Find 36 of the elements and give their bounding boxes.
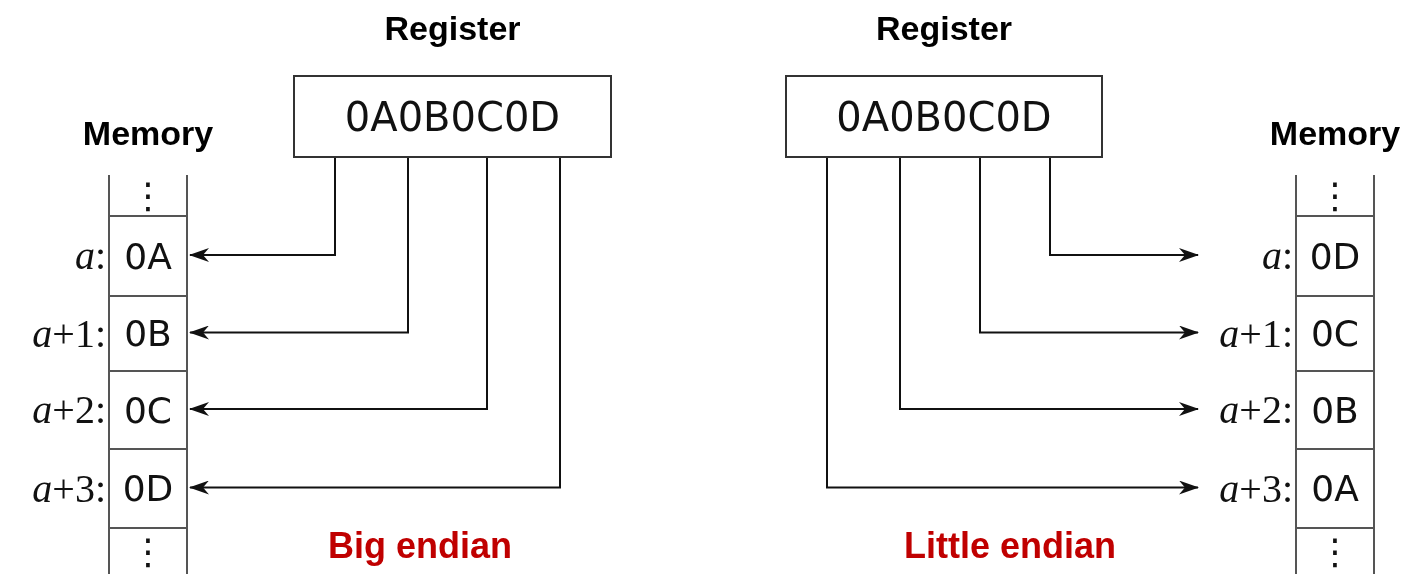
- caption-label: Big endian: [328, 525, 512, 567]
- address-label: a+1:: [32, 309, 106, 356]
- cell-value: 0D: [122, 468, 174, 509]
- cell-value: 0C: [1310, 313, 1359, 354]
- cell-value: 0B: [124, 313, 172, 354]
- cell-value: 0C: [123, 389, 172, 431]
- arrow: [189, 157, 561, 495]
- caption-label: Little endian: [904, 525, 1116, 567]
- address-label: a+3:: [1219, 464, 1293, 511]
- arrow: [1049, 157, 1199, 262]
- arrow: [979, 157, 1199, 340]
- arrow: [826, 157, 1199, 495]
- memory-heading: Memory: [1269, 113, 1401, 153]
- cell-value: ⋮: [130, 174, 166, 216]
- cell-value: ⋮: [130, 531, 166, 572]
- address-label: a:: [1261, 231, 1293, 279]
- cell-value: ⋮: [1317, 174, 1353, 216]
- register-value: 0A0B0C0D: [344, 93, 561, 140]
- cell-value: 0D: [1309, 235, 1361, 277]
- arrow: [189, 157, 409, 340]
- address-label: a:: [74, 231, 106, 279]
- cell-value: ⋮: [1317, 531, 1353, 572]
- arrow: [899, 157, 1199, 416]
- address-label: a+1:: [1219, 309, 1293, 356]
- register-heading: Register: [384, 8, 521, 48]
- arrow: [189, 157, 488, 416]
- register-value: 0A0B0C0D: [836, 93, 1052, 140]
- memory-heading: Memory: [82, 113, 214, 153]
- cell-value: 0B: [1311, 389, 1359, 431]
- register-heading: Register: [875, 8, 1013, 48]
- address-label: a+3:: [32, 464, 106, 511]
- address-label: a+2:: [1219, 385, 1293, 433]
- cell-value: 0A: [1311, 468, 1359, 509]
- address-label: a+2:: [32, 385, 106, 433]
- arrow: [189, 157, 336, 262]
- cell-value: 0A: [124, 235, 172, 277]
